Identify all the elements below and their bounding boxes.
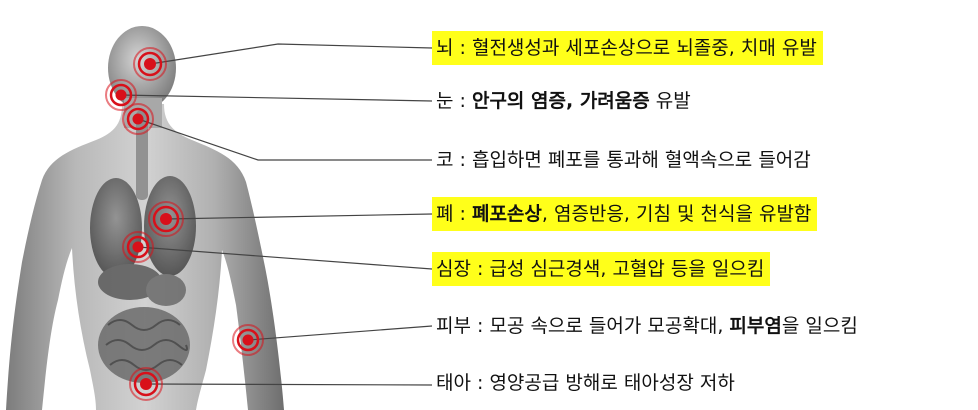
leader-line-heart <box>137 246 433 270</box>
label-heart: 심장 : 급성 심근경색, 고혈압 등을 일으킴 <box>432 252 771 286</box>
marker-nose <box>122 103 154 135</box>
left-lung <box>90 178 142 278</box>
label-nose-text: 코 : 흡입하면 폐포를 통과해 혈액속으로 들어감 <box>436 149 811 171</box>
label-heart-text: 심장 : 급성 심근경색, 고혈압 등을 일으킴 <box>436 258 765 280</box>
liver <box>98 264 162 300</box>
label-skin-bold: 피부염 <box>729 315 782 337</box>
leader-line-nose <box>137 118 432 161</box>
intestine-folds <box>105 319 188 371</box>
stomach <box>146 274 186 306</box>
markers <box>105 47 264 401</box>
marker-fetus <box>129 367 163 401</box>
label-lung-bold: 폐포손상 <box>471 203 542 225</box>
label-fetus-text: 태아 : 영양공급 방해로 태아성장 저하 <box>436 372 735 394</box>
label-brain-text: 뇌 : 혈전생성과 세포손상으로 뇌졸중, 치매 유발 <box>436 37 817 59</box>
right-lung <box>144 176 196 276</box>
leader-line-lung <box>165 213 433 220</box>
marker-eye <box>105 79 137 111</box>
label-skin-suffix: 을 일으킴 <box>781 315 858 337</box>
label-skin: 피부 : 모공 속으로 들어가 모공확대, 피부염을 일으킴 <box>432 309 864 343</box>
label-fetus: 태아 : 영양공급 방해로 태아성장 저하 <box>432 366 741 400</box>
label-lung: 폐 : 폐포손상, 염증반응, 기침 및 천식을 유발함 <box>432 197 818 231</box>
label-eye-suffix: 유발 <box>649 90 691 112</box>
marker-skin <box>232 324 264 356</box>
leader-line-skin <box>247 325 433 341</box>
marker-brain <box>133 47 167 81</box>
intestines <box>98 307 190 383</box>
torso <box>6 104 284 410</box>
leader-line-eye <box>120 94 433 102</box>
label-brain: 뇌 : 혈전생성과 세포손상으로 뇌졸중, 치매 유발 <box>432 31 823 65</box>
label-eye-bold: 안구의 염증, 가려움증 <box>471 90 650 112</box>
marker-heart <box>122 231 154 263</box>
label-eye: 눈 : 안구의 염증, 가려움증 유발 <box>432 84 697 118</box>
body-silhouette <box>6 26 284 410</box>
label-skin-prefix: 피부 : 모공 속으로 들어가 모공확대, <box>436 315 730 337</box>
marker-lung <box>148 201 184 237</box>
head <box>108 26 176 110</box>
label-lung-prefix: 폐 : <box>436 203 472 225</box>
internal-organs <box>90 110 196 383</box>
leader-line-brain <box>149 43 433 65</box>
leader-lines <box>120 43 433 386</box>
label-eye-prefix: 눈 : <box>436 90 472 112</box>
label-lung-suffix: , 염증반응, 기침 및 천식을 유발함 <box>541 203 812 225</box>
label-nose: 코 : 흡입하면 폐포를 통과해 혈액속으로 들어감 <box>432 143 817 177</box>
leader-line-fetus <box>145 383 433 386</box>
